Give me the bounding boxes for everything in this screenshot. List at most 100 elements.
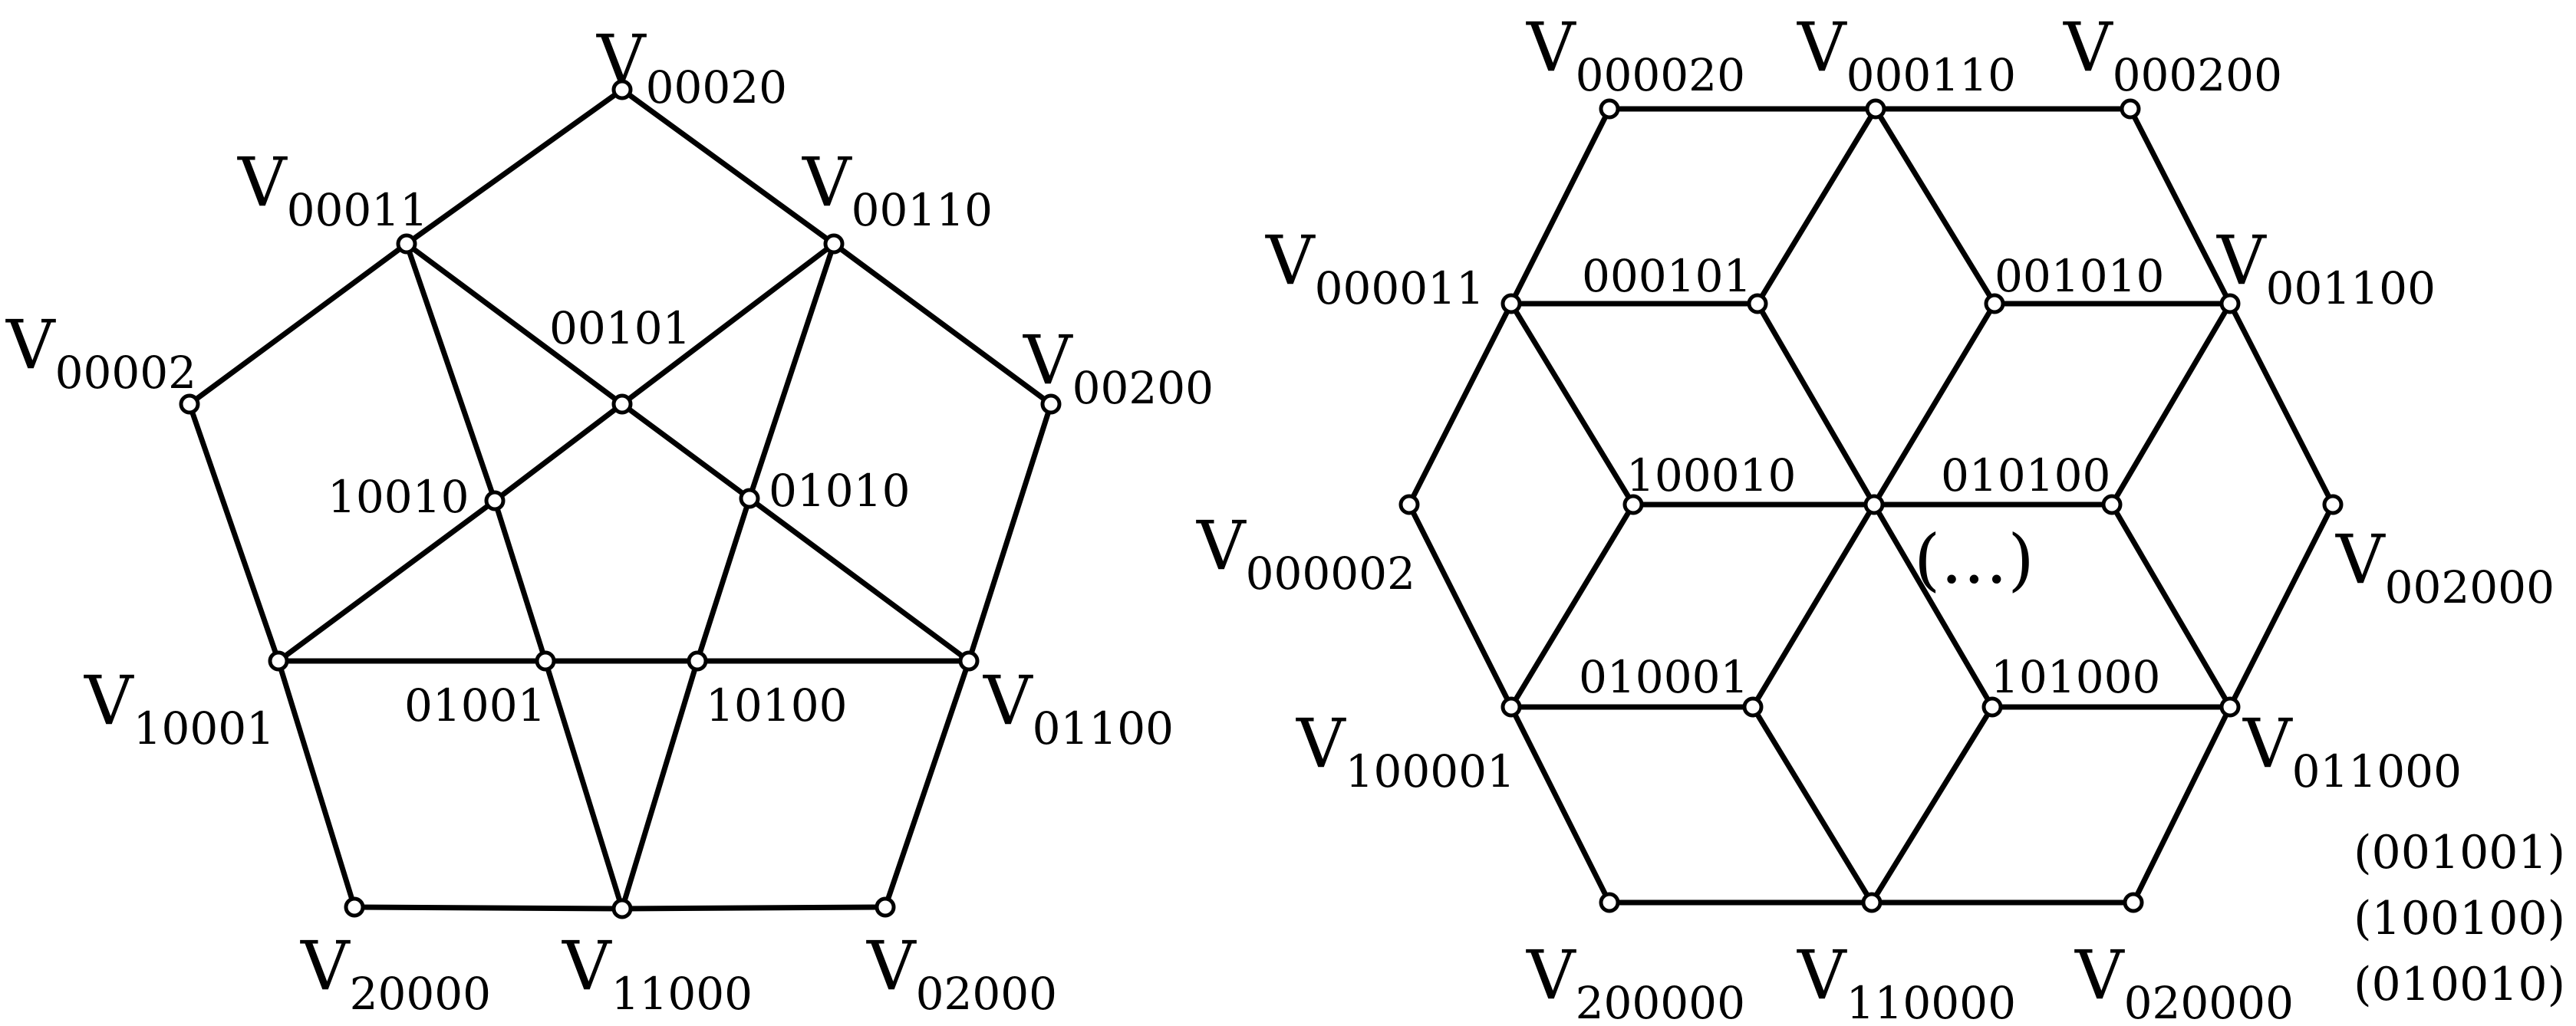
edge-h011000-h020000 (2130, 704, 2233, 906)
vertex-label-prefix: V (2074, 936, 2125, 1014)
vertex-label-subscript: 11000 (611, 968, 753, 1020)
node-v00020 (611, 79, 633, 100)
edge-h000002-h000011 (1406, 301, 1514, 508)
node-h020000 (2123, 892, 2144, 913)
edge-v10001-v20000 (275, 658, 357, 910)
note-label: (010010) (2354, 958, 2565, 1011)
vertex-label-prefix: V (2335, 520, 2386, 599)
nodes-layer (179, 79, 2344, 919)
edge-j000101-h000110 (1754, 106, 1879, 307)
edge-j010001-jcenter (1750, 501, 1877, 710)
vertex-label-h110000: V110000 (1797, 936, 2016, 1022)
vertex-label-prefix: V (562, 926, 612, 1005)
edge-i00101-i10010 (492, 401, 625, 504)
edge-j001010-jcenter (1871, 301, 1998, 508)
vertex-label-h011000: V011000 (2242, 704, 2462, 797)
edge-v20000-v11000 (351, 904, 625, 912)
node-v01100 (958, 650, 980, 672)
vertex-label-v00002: V00002 (5, 305, 196, 399)
vertex-label-prefix: V (1797, 936, 1847, 1014)
edge-v11000-v02000 (619, 904, 888, 912)
vertex-label-prefix: V (300, 926, 351, 1005)
node-i01010 (739, 488, 760, 509)
edge-h000011-h000020 (1508, 106, 1612, 307)
vertex-label-subscript: 000020 (1576, 49, 1745, 101)
vertex-label-subscript: 00200 (1072, 362, 1214, 414)
vertex-label-h200000: V200000 (1526, 936, 1745, 1022)
node-j100010 (1622, 494, 1644, 515)
edge-h100001-h000002 (1406, 501, 1514, 710)
edge-j000101-jcenter (1754, 301, 1877, 508)
vertex-label-subscript: 000110 (1846, 49, 2016, 101)
node-i01001 (535, 650, 556, 672)
node-i10100 (687, 650, 708, 672)
node-j001010 (1984, 293, 2005, 314)
vertex-label-subscript: 00020 (646, 61, 788, 113)
pentagon-edges (186, 87, 1054, 912)
inner-label-j000101: 000101 (1582, 250, 1751, 302)
vertex-label-v01100: V01100 (983, 661, 1174, 755)
hexagon-nodes (1398, 98, 2344, 913)
node-v00002 (179, 393, 200, 415)
vertex-label-h000011: V000011 (1265, 221, 1484, 314)
center-ellipsis-label: (…) (1914, 520, 2034, 599)
edge-v00011-i00101 (404, 241, 625, 407)
edge-i10010-i01001 (492, 498, 548, 664)
vertex-label-v00011: V00011 (237, 143, 428, 236)
vertex-label-subscript: 002000 (2385, 561, 2555, 613)
node-h100001 (1500, 696, 1522, 718)
node-h011000 (2219, 696, 2241, 718)
vertex-label-h000002: V000002 (1196, 506, 1415, 600)
vertex-label-h000110: V000110 (1797, 8, 2016, 101)
edge-h000011-j100010 (1508, 301, 1636, 508)
node-h000110 (1865, 98, 1886, 120)
vertex-label-prefix: V (802, 143, 852, 222)
vertex-label-subscript: 000200 (2113, 49, 2282, 101)
edge-h002000-h011000 (2227, 501, 2336, 710)
vertex-label-prefix: V (983, 661, 1033, 740)
vertex-label-h000020: V000020 (1526, 8, 1745, 101)
vertex-label-subscript: 200000 (1576, 977, 1745, 1022)
vertex-label-subscript: 01100 (1033, 702, 1174, 755)
edge-j100010-h100001 (1508, 501, 1636, 710)
edge-v00020-v00011 (404, 87, 625, 247)
node-j000101 (1747, 293, 1768, 314)
node-v00200 (1040, 393, 1062, 415)
edge-j010001-h110000 (1750, 704, 1875, 906)
vertex-label-subscript: 10001 (133, 702, 275, 755)
vertex-label-subscript: 00011 (287, 184, 429, 236)
vertex-label-subscript: 110000 (1846, 977, 2016, 1022)
node-h000200 (2120, 98, 2141, 120)
edge-h001100-j010100 (2109, 301, 2233, 508)
edge-i10010-v10001 (275, 498, 498, 664)
edge-v00110-i01010 (746, 241, 837, 501)
node-h002000 (2322, 494, 2344, 515)
vertex-label-prefix: V (2063, 8, 2113, 87)
vertex-label-v00110: V00110 (802, 143, 993, 236)
vertex-label-v00020: V00020 (596, 20, 787, 113)
vertex-label-v00200: V00200 (1023, 321, 1214, 414)
vertex-label-subscript: 000002 (1246, 548, 1415, 600)
vertex-label-prefix: V (1526, 8, 1576, 87)
node-v11000 (611, 898, 633, 919)
edge-v00110-i00101 (619, 241, 837, 407)
vertex-label-h100001: V100001 (1296, 704, 1515, 797)
vertex-label-subscript: 011000 (2292, 745, 2462, 797)
node-i10010 (484, 490, 506, 511)
edge-v00200-v01100 (966, 401, 1054, 664)
edge-h001100-h002000 (2227, 301, 2336, 508)
edge-j010100-h011000 (2109, 501, 2233, 710)
vertex-label-prefix: V (2216, 221, 2267, 300)
inner-label-i10100: 10100 (706, 679, 848, 732)
inner-label-j010001: 010001 (1579, 651, 1748, 703)
inner-label-j101000: 101000 (1991, 651, 2160, 703)
edge-v00020-v00110 (619, 87, 837, 247)
edge-j101000-h110000 (1869, 704, 1995, 906)
pentagon-nodes (179, 79, 1062, 919)
node-j010100 (2101, 494, 2123, 515)
hexagon-edges (1406, 106, 2336, 906)
vertex-label-prefix: V (596, 20, 647, 99)
